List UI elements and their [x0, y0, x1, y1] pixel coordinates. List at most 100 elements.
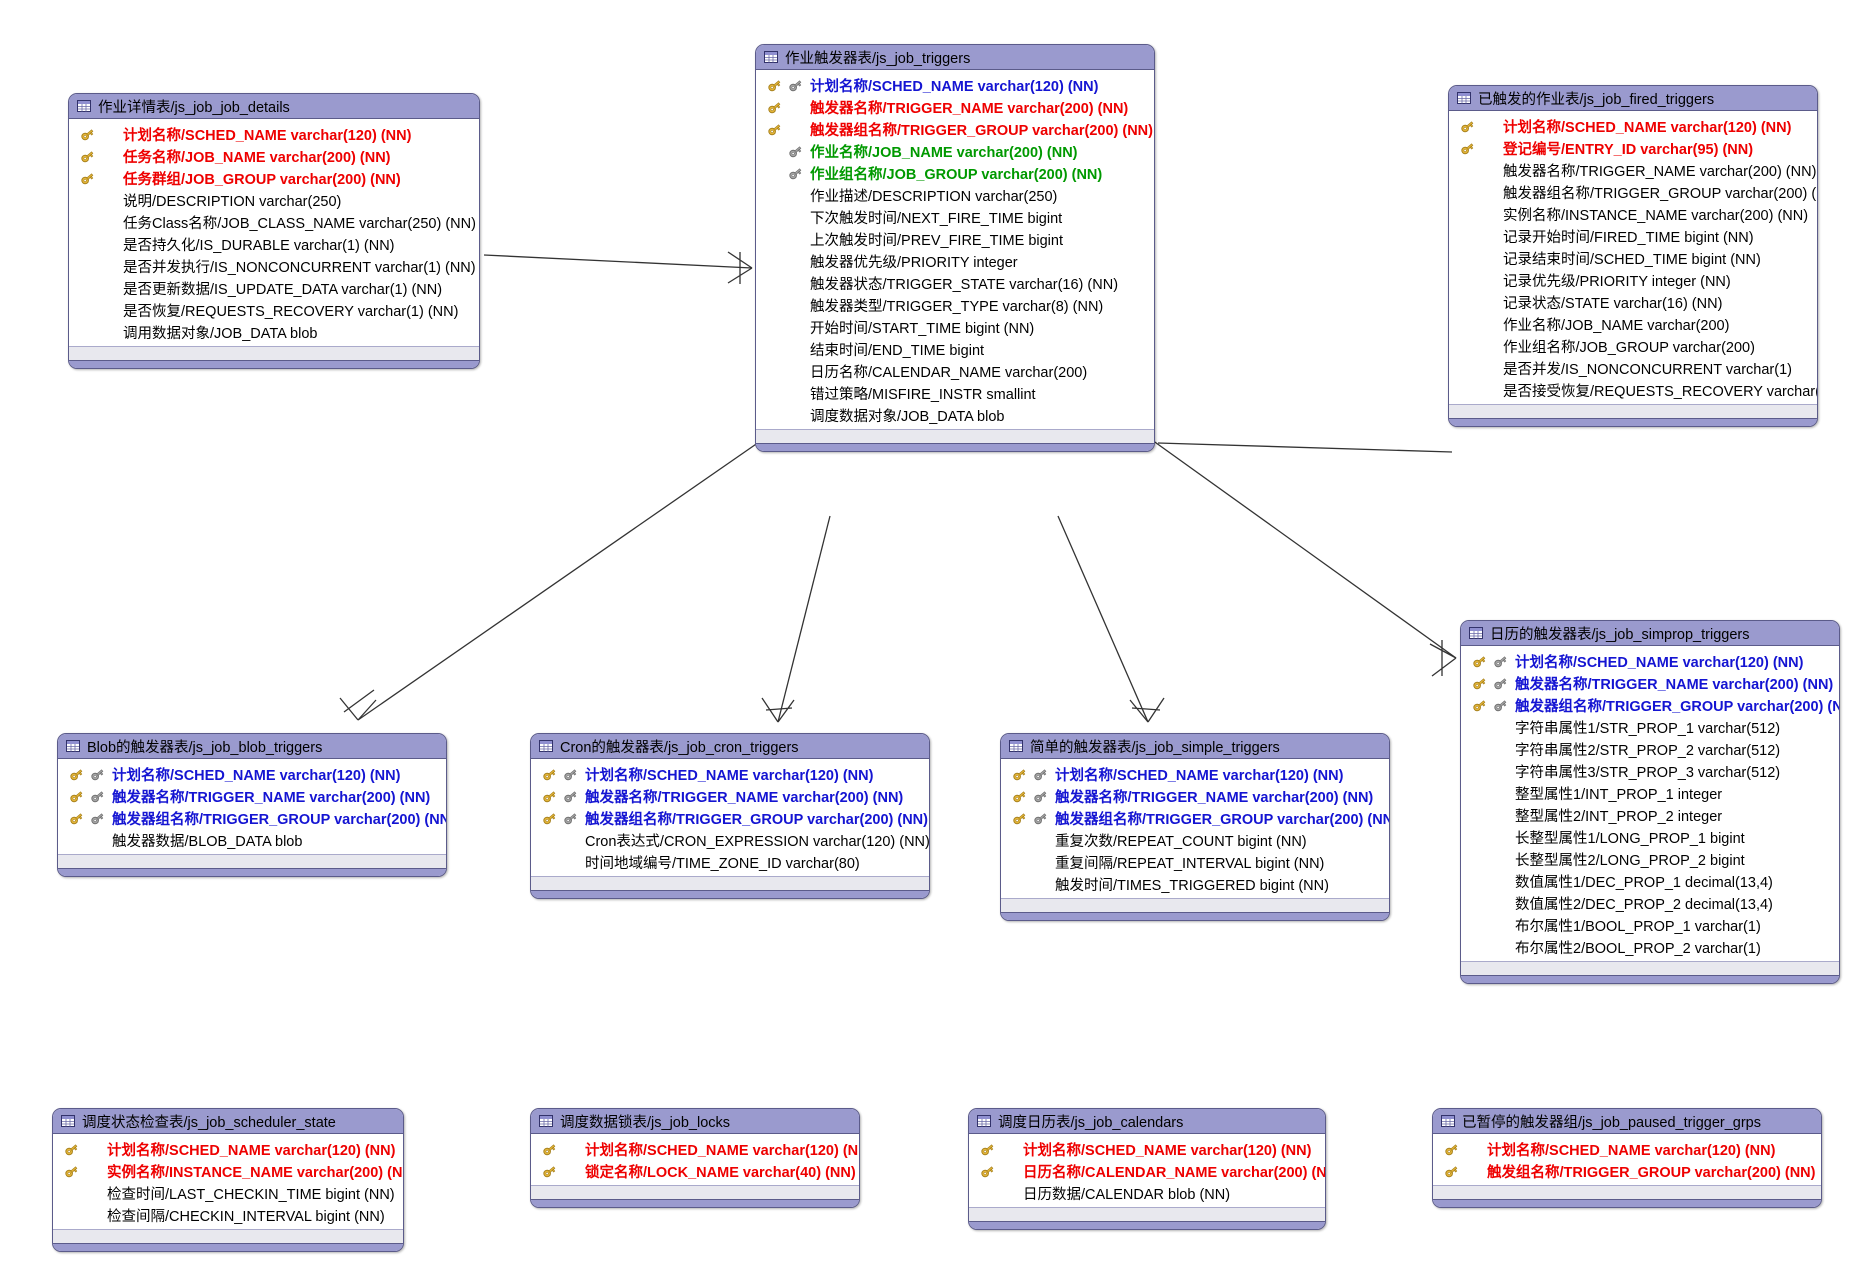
entity-job_simprop_triggers[interactable]: 日历的触发器表/js_job_simprop_triggers 计划名称/SCHE… — [1460, 620, 1840, 984]
attribute-row[interactable]: 计划名称/SCHED_NAME varchar(120) (NN) — [969, 1138, 1325, 1160]
attribute-row[interactable]: 日历名称/CALENDAR_NAME varchar(200) — [756, 360, 1154, 382]
attribute-row[interactable]: 作业组名称/JOB_GROUP varchar(200) — [1449, 335, 1817, 357]
attribute-row[interactable]: 下次触发时间/NEXT_FIRE_TIME bigint — [756, 206, 1154, 228]
entity-job_calendars[interactable]: 调度日历表/js_job_calendars 计划名称/SCHED_NAME va… — [968, 1108, 1326, 1230]
attribute-row[interactable]: 说明/DESCRIPTION varchar(250) — [69, 189, 479, 211]
attribute-row[interactable]: 布尔属性2/BOOL_PROP_2 varchar(1) — [1461, 936, 1839, 958]
attribute-row[interactable]: 字符串属性3/STR_PROP_3 varchar(512) — [1461, 760, 1839, 782]
entity-job_simple_triggers[interactable]: 简单的触发器表/js_job_simple_triggers 计划名称/SCHED… — [1000, 733, 1390, 921]
attribute-row[interactable]: 是否更新数据/IS_UPDATE_DATA varchar(1) (NN) — [69, 277, 479, 299]
attribute-row[interactable]: 作业名称/JOB_NAME varchar(200) — [1449, 313, 1817, 335]
attribute-row[interactable]: 计划名称/SCHED_NAME varchar(120) (NN) — [1461, 650, 1839, 672]
attribute-row[interactable]: 是否恢复/REQUESTS_RECOVERY varchar(1) (NN) — [69, 299, 479, 321]
attribute-row[interactable]: 触发器组名称/TRIGGER_GROUP varchar(200) (NN) — [1001, 807, 1389, 829]
attribute-row[interactable]: 触发器名称/TRIGGER_NAME varchar(200) (NN) — [58, 785, 446, 807]
attribute-row[interactable]: 触发器组名称/TRIGGER_GROUP varchar(200) (NN) — [756, 118, 1154, 140]
attribute-row[interactable]: 作业描述/DESCRIPTION varchar(250) — [756, 184, 1154, 206]
attribute-row[interactable]: 触发器组名称/TRIGGER_GROUP varchar(200) (NN) — [58, 807, 446, 829]
attribute-row[interactable]: 触发组名称/TRIGGER_GROUP varchar(200) (NN) — [1433, 1160, 1821, 1182]
attribute-row[interactable]: 数值属性1/DEC_PROP_1 decimal(13,4) — [1461, 870, 1839, 892]
attribute-row[interactable]: 字符串属性1/STR_PROP_1 varchar(512) — [1461, 716, 1839, 738]
attribute-row[interactable]: 开始时间/START_TIME bigint (NN) — [756, 316, 1154, 338]
attribute-row[interactable]: 触发器名称/TRIGGER_NAME varchar(200) (NN) — [531, 785, 929, 807]
entity-job_paused_trigger_grps[interactable]: 已暂停的触发器组/js_job_paused_trigger_grps 计划名称/… — [1432, 1108, 1822, 1208]
attribute-row[interactable]: 任务名称/JOB_NAME varchar(200) (NN) — [69, 145, 479, 167]
entity-job_job_details[interactable]: 作业详情表/js_job_job_details 计划名称/SCHED_NAME … — [68, 93, 480, 369]
attribute-row[interactable]: 记录优先级/PRIORITY integer (NN) — [1449, 269, 1817, 291]
attribute-row[interactable]: 时间地域编号/TIME_ZONE_ID varchar(80) — [531, 851, 929, 873]
attribute-row[interactable]: 作业名称/JOB_NAME varchar(200) (NN) — [756, 140, 1154, 162]
entity-job_fired_triggers[interactable]: 已触发的作业表/js_job_fired_triggers 计划名称/SCHED_… — [1448, 85, 1818, 427]
attribute-row[interactable]: 触发器组名称/TRIGGER_GROUP varchar(200) (NN) — [1449, 181, 1817, 203]
attribute-row[interactable]: 日历数据/CALENDAR blob (NN) — [969, 1182, 1325, 1204]
attribute-row[interactable]: 记录开始时间/FIRED_TIME bigint (NN) — [1449, 225, 1817, 247]
attribute-row[interactable]: 触发器名称/TRIGGER_NAME varchar(200) (NN) — [756, 96, 1154, 118]
attribute-row[interactable]: 结束时间/END_TIME bigint — [756, 338, 1154, 360]
entity-header-job_job_details[interactable]: 作业详情表/js_job_job_details — [69, 94, 479, 119]
attribute-row[interactable]: 触发器名称/TRIGGER_NAME varchar(200) (NN) — [1001, 785, 1389, 807]
entity-job_scheduler_state[interactable]: 调度状态检查表/js_job_scheduler_state 计划名称/SCHED… — [52, 1108, 404, 1252]
attribute-row[interactable]: 计划名称/SCHED_NAME varchar(120) (NN) — [1449, 115, 1817, 137]
attribute-row[interactable]: 触发器名称/TRIGGER_NAME varchar(200) (NN) — [1449, 159, 1817, 181]
entity-job_blob_triggers[interactable]: Blob的触发器表/js_job_blob_triggers 计划名称/SCHED… — [57, 733, 447, 877]
attribute-row[interactable]: 实例名称/INSTANCE_NAME varchar(200) (NN) — [1449, 203, 1817, 225]
attribute-row[interactable]: 任务群组/JOB_GROUP varchar(200) (NN) — [69, 167, 479, 189]
attribute-row[interactable]: 触发器组名称/TRIGGER_GROUP varchar(200) (NN) — [1461, 694, 1839, 716]
attribute-row[interactable]: 计划名称/SCHED_NAME varchar(120) (NN) — [1433, 1138, 1821, 1160]
attribute-row[interactable]: 调度数据对象/JOB_DATA blob — [756, 404, 1154, 426]
entity-header-job_paused_trigger_grps[interactable]: 已暂停的触发器组/js_job_paused_trigger_grps — [1433, 1109, 1821, 1134]
attribute-row[interactable]: 字符串属性2/STR_PROP_2 varchar(512) — [1461, 738, 1839, 760]
attribute-row[interactable]: 计划名称/SCHED_NAME varchar(120) (NN) — [531, 1138, 859, 1160]
attribute-row[interactable]: 是否并发/IS_NONCONCURRENT varchar(1) — [1449, 357, 1817, 379]
attribute-row[interactable]: 任务Class名称/JOB_CLASS_NAME varchar(250) (N… — [69, 211, 479, 233]
entity-header-job_simple_triggers[interactable]: 简单的触发器表/js_job_simple_triggers — [1001, 734, 1389, 759]
attribute-row[interactable]: Cron表达式/CRON_EXPRESSION varchar(120) (NN… — [531, 829, 929, 851]
entity-header-job_blob_triggers[interactable]: Blob的触发器表/js_job_blob_triggers — [58, 734, 446, 759]
attribute-row[interactable]: 实例名称/INSTANCE_NAME varchar(200) (NN) — [53, 1160, 403, 1182]
attribute-row[interactable]: 重复次数/REPEAT_COUNT bigint (NN) — [1001, 829, 1389, 851]
attribute-row[interactable]: 是否持久化/IS_DURABLE varchar(1) (NN) — [69, 233, 479, 255]
attribute-row[interactable]: 上次触发时间/PREV_FIRE_TIME bigint — [756, 228, 1154, 250]
attribute-row[interactable]: 触发器名称/TRIGGER_NAME varchar(200) (NN) — [1461, 672, 1839, 694]
entity-job_triggers[interactable]: 作业触发器表/js_job_triggers 计划名称/SCHED_NAME va… — [755, 44, 1155, 452]
attribute-row[interactable]: 触发器状态/TRIGGER_STATE varchar(16) (NN) — [756, 272, 1154, 294]
attribute-row[interactable]: 触发器类型/TRIGGER_TYPE varchar(8) (NN) — [756, 294, 1154, 316]
attribute-row[interactable]: 登记编号/ENTRY_ID varchar(95) (NN) — [1449, 137, 1817, 159]
attribute-row[interactable]: 日历名称/CALENDAR_NAME varchar(200) (NN) — [969, 1160, 1325, 1182]
attribute-row[interactable]: 计划名称/SCHED_NAME varchar(120) (NN) — [1001, 763, 1389, 785]
attribute-row[interactable]: 计划名称/SCHED_NAME varchar(120) (NN) — [69, 123, 479, 145]
entity-job_locks[interactable]: 调度数据锁表/js_job_locks 计划名称/SCHED_NAME varch… — [530, 1108, 860, 1208]
attribute-row[interactable]: 计划名称/SCHED_NAME varchar(120) (NN) — [756, 74, 1154, 96]
attribute-row[interactable]: 计划名称/SCHED_NAME varchar(120) (NN) — [53, 1138, 403, 1160]
attribute-row[interactable]: 整型属性1/INT_PROP_1 integer — [1461, 782, 1839, 804]
attribute-row[interactable]: 触发器优先级/PRIORITY integer — [756, 250, 1154, 272]
attribute-row[interactable]: 触发时间/TIMES_TRIGGERED bigint (NN) — [1001, 873, 1389, 895]
attribute-row[interactable]: 检查间隔/CHECKIN_INTERVAL bigint (NN) — [53, 1204, 403, 1226]
attribute-row[interactable]: 整型属性2/INT_PROP_2 integer — [1461, 804, 1839, 826]
attribute-row[interactable]: 布尔属性1/BOOL_PROP_1 varchar(1) — [1461, 914, 1839, 936]
entity-header-job_cron_triggers[interactable]: Cron的触发器表/js_job_cron_triggers — [531, 734, 929, 759]
attribute-row[interactable]: 触发器组名称/TRIGGER_GROUP varchar(200) (NN) — [531, 807, 929, 829]
entity-header-job_triggers[interactable]: 作业触发器表/js_job_triggers — [756, 45, 1154, 70]
attribute-row[interactable]: 记录结束时间/SCHED_TIME bigint (NN) — [1449, 247, 1817, 269]
entity-header-job_calendars[interactable]: 调度日历表/js_job_calendars — [969, 1109, 1325, 1134]
entity-header-job_simprop_triggers[interactable]: 日历的触发器表/js_job_simprop_triggers — [1461, 621, 1839, 646]
attribute-row[interactable]: 计划名称/SCHED_NAME varchar(120) (NN) — [58, 763, 446, 785]
attribute-row[interactable]: 锁定名称/LOCK_NAME varchar(40) (NN) — [531, 1160, 859, 1182]
attribute-row[interactable]: 计划名称/SCHED_NAME varchar(120) (NN) — [531, 763, 929, 785]
entity-header-job_fired_triggers[interactable]: 已触发的作业表/js_job_fired_triggers — [1449, 86, 1817, 111]
entity-header-job_locks[interactable]: 调度数据锁表/js_job_locks — [531, 1109, 859, 1134]
attribute-row[interactable]: 调用数据对象/JOB_DATA blob — [69, 321, 479, 343]
attribute-row[interactable]: 数值属性2/DEC_PROP_2 decimal(13,4) — [1461, 892, 1839, 914]
entity-job_cron_triggers[interactable]: Cron的触发器表/js_job_cron_triggers 计划名称/SCHED… — [530, 733, 930, 899]
attribute-row[interactable]: 长整型属性2/LONG_PROP_2 bigint — [1461, 848, 1839, 870]
attribute-row[interactable]: 错过策略/MISFIRE_INSTR smallint — [756, 382, 1154, 404]
entity-header-job_scheduler_state[interactable]: 调度状态检查表/js_job_scheduler_state — [53, 1109, 403, 1134]
attribute-row[interactable]: 是否并发执行/IS_NONCONCURRENT varchar(1) (NN) — [69, 255, 479, 277]
attribute-row[interactable]: 长整型属性1/LONG_PROP_1 bigint — [1461, 826, 1839, 848]
attribute-row[interactable]: 作业组名称/JOB_GROUP varchar(200) (NN) — [756, 162, 1154, 184]
attribute-row[interactable]: 检查时间/LAST_CHECKIN_TIME bigint (NN) — [53, 1182, 403, 1204]
attribute-row[interactable]: 重复间隔/REPEAT_INTERVAL bigint (NN) — [1001, 851, 1389, 873]
attribute-row[interactable]: 触发器数据/BLOB_DATA blob — [58, 829, 446, 851]
attribute-row[interactable]: 是否接受恢复/REQUESTS_RECOVERY varchar(1) — [1449, 379, 1817, 401]
